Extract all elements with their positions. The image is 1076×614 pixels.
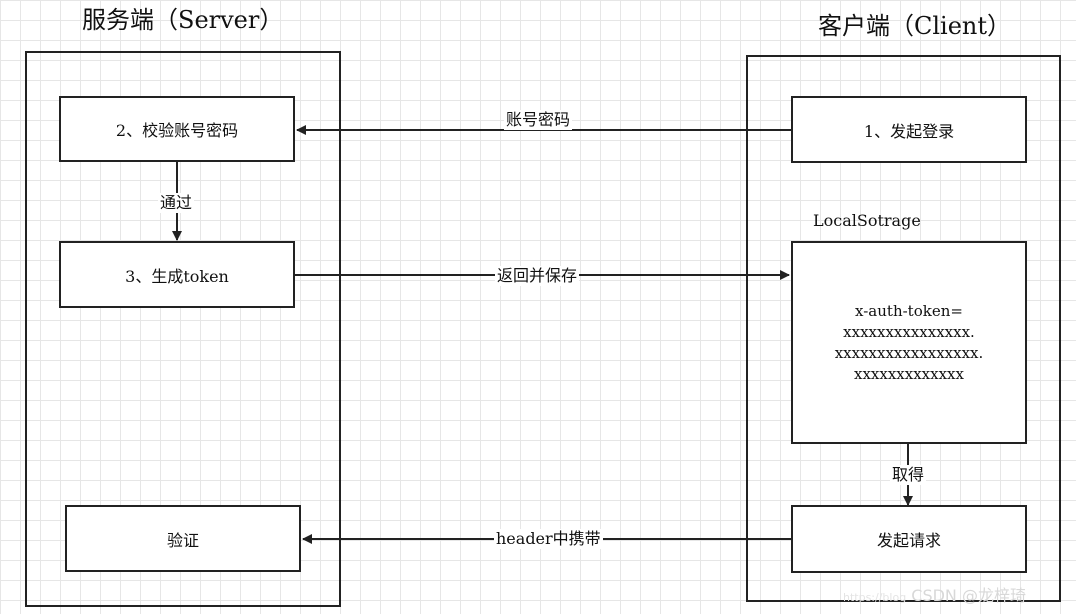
watermark: https://blog CSDN @龙梓琦 (843, 586, 1026, 608)
generate-token-box: 3、生成token (59, 241, 295, 308)
initiate-login-box: 1、发起登录 (791, 96, 1027, 163)
initiate-login-label: 1、发起登录 (863, 121, 955, 141)
server-title: 服务端（Server） (82, 6, 284, 34)
local-storage-box: x-auth-token= xxxxxxxxxxxxxxx. xxxxxxxxx… (791, 241, 1027, 444)
pass-edge-label: 通过 (158, 193, 195, 213)
validate-box: 验证 (65, 505, 301, 572)
header-carry-edge-label: header中携带 (494, 529, 603, 549)
client-panel (746, 55, 1061, 602)
send-request-label: 发起请求 (876, 531, 941, 550)
server-panel (25, 51, 341, 607)
client-title: 客户端（Client） (818, 12, 1012, 40)
token-line: xxxxxxxxxxxxx (854, 364, 964, 383)
credentials-edge-label: 账号密码 (504, 110, 573, 130)
token-line: xxxxxxxxxxxxxxx. (843, 322, 975, 341)
local-storage-label: LocalSotrage (813, 211, 921, 230)
watermark-text: CSDN @龙梓琦 (911, 586, 1026, 605)
send-request-box: 发起请求 (791, 505, 1027, 573)
verify-credentials-label: 2、校验账号密码 (115, 121, 239, 140)
fetch-edge-label: 取得 (890, 465, 927, 485)
return-save-edge-label: 返回并保存 (495, 266, 580, 286)
generate-token-label: 3、生成token (125, 266, 229, 286)
verify-credentials-box: 2、校验账号密码 (59, 96, 295, 162)
validate-label: 验证 (166, 530, 199, 550)
token-line: xxxxxxxxxxxxxxxxx. (834, 343, 984, 362)
token-line: x-auth-token= (855, 301, 963, 320)
watermark-url: https://blog (843, 591, 907, 604)
